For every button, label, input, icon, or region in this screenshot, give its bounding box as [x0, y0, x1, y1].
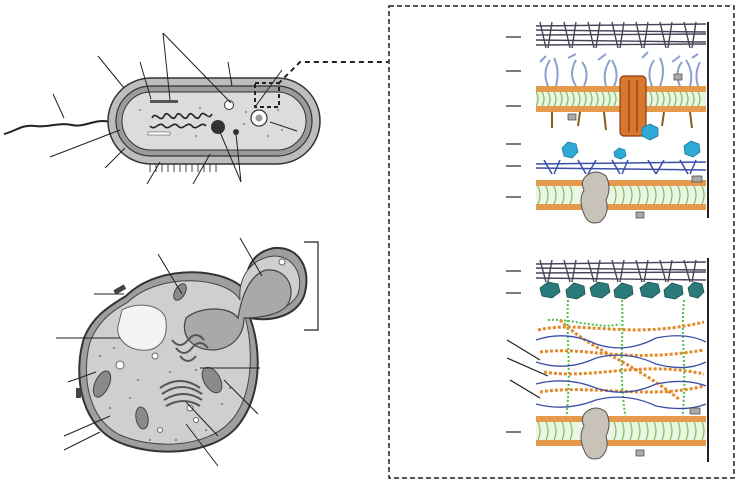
- inner-membrane: [536, 180, 706, 210]
- mitochondrion-4: [173, 283, 187, 301]
- golgi: [159, 380, 203, 407]
- mannoprotein-mesh: [535, 259, 707, 283]
- yeast-leader-lines: [56, 237, 263, 467]
- yeast-vacuole: [183, 269, 292, 351]
- small-proteins-bottom: [635, 407, 701, 457]
- peptidoglycan-layer: [535, 159, 707, 175]
- mannoprotein-layer: [539, 281, 705, 300]
- lps-chains: [539, 51, 701, 87]
- membrane-protein-top: [580, 171, 610, 224]
- inclusion-body: [211, 120, 225, 134]
- glucan-network: [537, 318, 705, 402]
- vesicle-6: [157, 427, 163, 433]
- membrane-protein-bottom: [580, 407, 610, 460]
- plasmid-bar: [150, 100, 178, 103]
- zoom-connector: [277, 61, 388, 85]
- yeast-cytoplasm-dots: [99, 347, 231, 441]
- fibrous-network: [535, 335, 707, 410]
- storage-granule-core: [255, 114, 263, 122]
- fungal-cell-wall: [535, 259, 707, 460]
- bacterium-leader-lines: [49, 32, 298, 185]
- vacuole: [224, 100, 234, 110]
- gram-negative-envelope: [535, 21, 707, 224]
- plasmid-bar-2: [147, 131, 171, 136]
- nucleoid: [149, 112, 213, 129]
- inset-tick-marks: [506, 36, 549, 433]
- pili: [149, 164, 217, 172]
- bud-scar-2: [76, 388, 81, 398]
- zoom-marker: [254, 82, 280, 108]
- flagellum: [3, 120, 111, 135]
- fungal-plasma-membrane: [536, 416, 706, 446]
- yeast-panel: [56, 237, 319, 467]
- inset-panel: [388, 5, 735, 479]
- bacterium-panel: [3, 32, 388, 185]
- porin: [619, 75, 647, 137]
- bud-scar-1: [113, 284, 127, 295]
- vesicle-3: [186, 404, 194, 412]
- inset-frame: [388, 5, 735, 479]
- chitin-fibers: [547, 299, 686, 421]
- vesicle-5: [278, 258, 286, 266]
- bacterial-cytoplasm: [121, 91, 307, 151]
- endoplasmic-reticulum: [171, 334, 209, 362]
- lipoproteins: [551, 111, 693, 131]
- yeast-nucleus: [117, 304, 167, 351]
- periplasmic-proteins: [561, 123, 701, 160]
- vesicle-4: [193, 417, 199, 423]
- peptidoglycan-mesh: [535, 21, 707, 49]
- ribosome: [233, 129, 239, 135]
- small-proteins-top: [567, 73, 703, 219]
- vesicle-2: [151, 352, 159, 360]
- cytoplasm-dots: [139, 107, 283, 137]
- bud-bracket: [304, 241, 319, 331]
- mitochondrion-1: [92, 370, 112, 398]
- mitochondrion-3: [135, 406, 149, 430]
- vesicle-1: [115, 360, 125, 370]
